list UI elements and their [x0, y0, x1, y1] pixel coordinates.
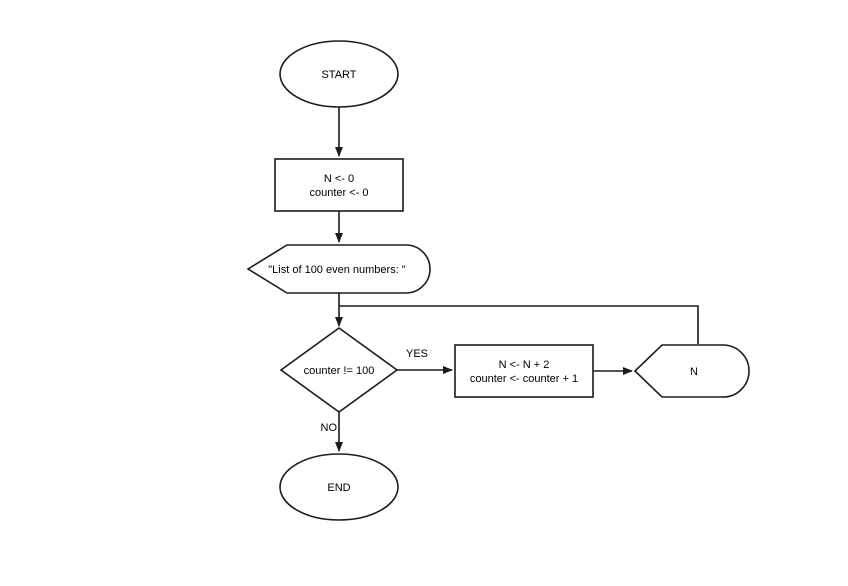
print-n-label: N: [690, 366, 698, 378]
increment-line1: N <- N + 2: [499, 359, 550, 371]
yes-branch-label: YES: [406, 348, 428, 360]
increment-line2: counter <- counter + 1: [470, 373, 578, 385]
init-line1: N <- 0: [324, 173, 354, 185]
decision-diamond: [279, 327, 399, 413]
decision-label: counter != 100: [304, 365, 375, 377]
start-label: START: [321, 69, 356, 81]
terminator-end: [279, 453, 399, 521]
terminator-start: [279, 40, 399, 108]
process-init-box: [274, 158, 404, 212]
end-label: END: [327, 482, 350, 494]
output-n-shape: [633, 344, 750, 398]
print-header-label: "List of 100 even numbers: ": [268, 264, 406, 276]
output-header-shape: [246, 244, 431, 294]
edge-loopback: [339, 305, 699, 344]
no-branch-label: NO: [321, 422, 338, 434]
process-increment-box: [454, 344, 594, 398]
init-line2: counter <- 0: [309, 187, 368, 199]
